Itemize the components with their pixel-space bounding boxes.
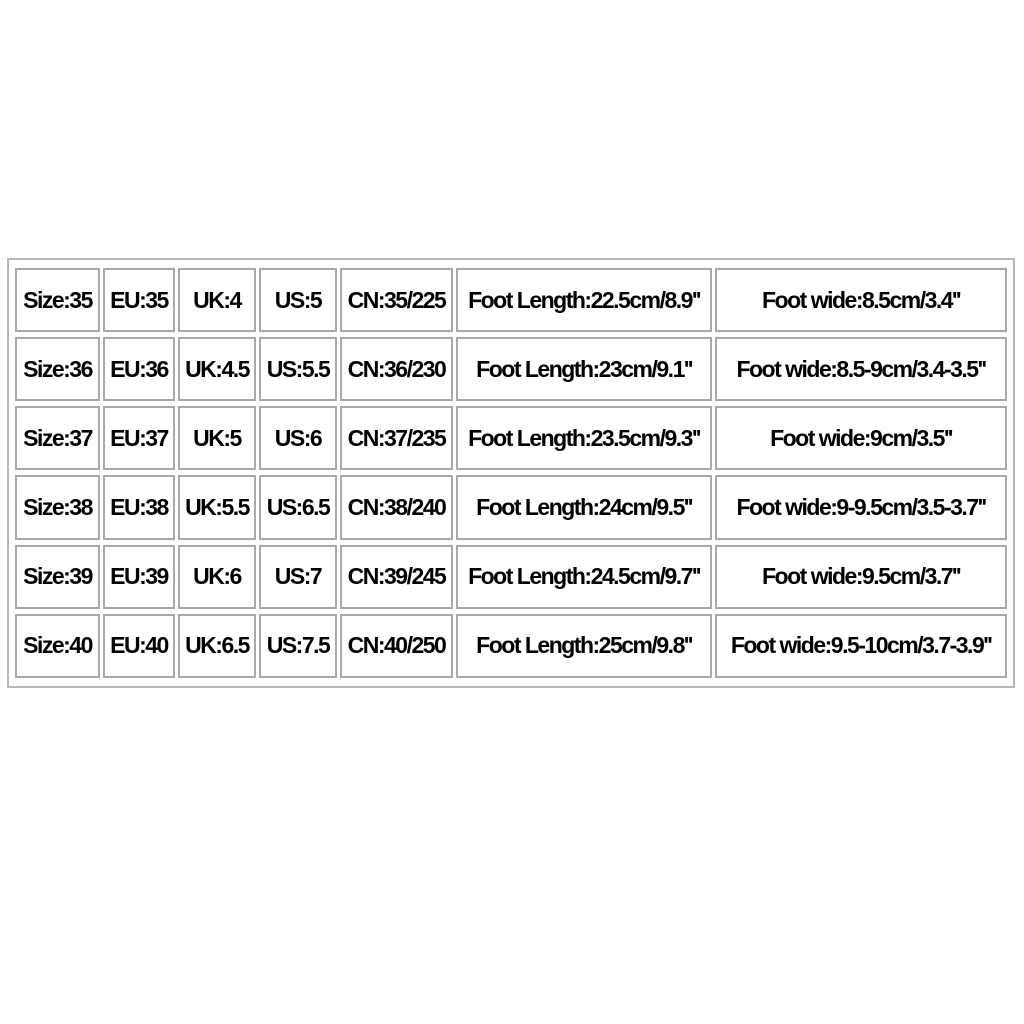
eu-cell: EU:38 bbox=[103, 475, 175, 540]
size-cell: Size:36 bbox=[15, 337, 100, 402]
uk-cell: UK:4 bbox=[178, 268, 256, 333]
us-cell: US:7 bbox=[259, 544, 337, 609]
foot-length-cell: Foot Length:22.5cm/8.9'' bbox=[456, 268, 712, 333]
foot-length-cell: Foot Length:23.5cm/9.3'' bbox=[456, 406, 712, 471]
us-cell: US:7.5 bbox=[259, 613, 337, 678]
size-row-37: Size:37 EU:37 UK:5 US:6 CN:37/235 Foot L… bbox=[15, 406, 1007, 471]
foot-wide-cell: Foot wide:9.5-10cm/3.7-3.9'' bbox=[715, 613, 1007, 678]
foot-length-cell: Foot Length:24.5cm/9.7'' bbox=[456, 544, 712, 609]
cn-cell: CN:38/240 bbox=[340, 475, 453, 540]
foot-length-cell: Foot Length:25cm/9.8'' bbox=[456, 613, 712, 678]
eu-cell: EU:37 bbox=[103, 406, 175, 471]
foot-wide-cell: Foot wide:9.5cm/3.7'' bbox=[715, 544, 1007, 609]
foot-length-cell: Foot Length:24cm/9.5'' bbox=[456, 475, 712, 540]
uk-cell: UK:5.5 bbox=[178, 475, 256, 540]
foot-wide-cell: Foot wide:8.5cm/3.4'' bbox=[715, 268, 1007, 333]
size-row-40: Size:40 EU:40 UK:6.5 US:7.5 CN:40/250 Fo… bbox=[15, 613, 1007, 678]
eu-cell: EU:36 bbox=[103, 337, 175, 402]
size-row-35: Size:35 EU:35 UK:4 US:5 CN:35/225 Foot L… bbox=[15, 268, 1007, 333]
foot-length-cell: Foot Length:23cm/9.1'' bbox=[456, 337, 712, 402]
foot-wide-cell: Foot wide:9cm/3.5'' bbox=[715, 406, 1007, 471]
cn-cell: CN:40/250 bbox=[340, 613, 453, 678]
size-chart-table: Size:35 EU:35 UK:4 US:5 CN:35/225 Foot L… bbox=[12, 263, 1010, 683]
cn-cell: CN:37/235 bbox=[340, 406, 453, 471]
uk-cell: UK:5 bbox=[178, 406, 256, 471]
cn-cell: CN:39/245 bbox=[340, 544, 453, 609]
size-chart: Size:35 EU:35 UK:4 US:5 CN:35/225 Foot L… bbox=[7, 258, 1015, 688]
size-cell: Size:38 bbox=[15, 475, 100, 540]
cn-cell: CN:36/230 bbox=[340, 337, 453, 402]
size-cell: Size:40 bbox=[15, 613, 100, 678]
size-cell: Size:39 bbox=[15, 544, 100, 609]
uk-cell: UK:6.5 bbox=[178, 613, 256, 678]
size-row-39: Size:39 EU:39 UK:6 US:7 CN:39/245 Foot L… bbox=[15, 544, 1007, 609]
us-cell: US:5 bbox=[259, 268, 337, 333]
uk-cell: UK:4.5 bbox=[178, 337, 256, 402]
eu-cell: EU:35 bbox=[103, 268, 175, 333]
uk-cell: UK:6 bbox=[178, 544, 256, 609]
eu-cell: EU:39 bbox=[103, 544, 175, 609]
foot-wide-cell: Foot wide:9-9.5cm/3.5-3.7'' bbox=[715, 475, 1007, 540]
us-cell: US:6 bbox=[259, 406, 337, 471]
us-cell: US:6.5 bbox=[259, 475, 337, 540]
foot-wide-cell: Foot wide:8.5-9cm/3.4-3.5'' bbox=[715, 337, 1007, 402]
eu-cell: EU:40 bbox=[103, 613, 175, 678]
size-cell: Size:37 bbox=[15, 406, 100, 471]
size-row-38: Size:38 EU:38 UK:5.5 US:6.5 CN:38/240 Fo… bbox=[15, 475, 1007, 540]
size-cell: Size:35 bbox=[15, 268, 100, 333]
us-cell: US:5.5 bbox=[259, 337, 337, 402]
cn-cell: CN:35/225 bbox=[340, 268, 453, 333]
size-row-36: Size:36 EU:36 UK:4.5 US:5.5 CN:36/230 Fo… bbox=[15, 337, 1007, 402]
